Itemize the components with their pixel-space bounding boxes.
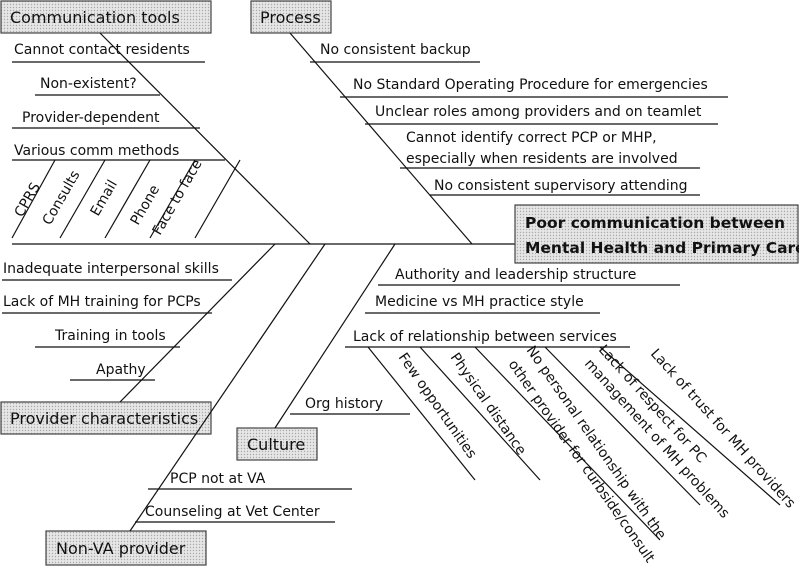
cause-label: Apathy (96, 362, 146, 378)
category-provider-characteristics: Provider characteristics Inadequate inte… (0, 243, 276, 435)
cause-label: Training in tools (54, 328, 166, 344)
cause-label: Cannot contact residents (14, 42, 190, 58)
category-title: Provider characteristics (10, 409, 198, 428)
category-title: Culture (247, 435, 305, 454)
cause-label: Org history (305, 396, 383, 412)
cause-label: Counseling at Vet Center (145, 504, 320, 520)
cause-label: Authority and leadership structure (395, 267, 636, 283)
category-process: Process No consistent backup No Standard… (250, 0, 728, 245)
cause-label: PCP not at VA (170, 471, 266, 487)
cause-label: No consistent supervisory attending (434, 178, 688, 194)
category-non-va-provider: Non-VA provider PCP not at VA Counseling… (45, 243, 352, 566)
category-box (236, 427, 318, 461)
cause-label: Non-existent? (40, 76, 137, 92)
category-box (0, 401, 212, 435)
bone-line (289, 32, 473, 245)
cause-label: Medicine vs MH practice style (375, 294, 584, 310)
category-title: Non-VA provider (56, 539, 186, 558)
bone-line (119, 243, 276, 403)
category-communication-tools: Communication tools Cannot contact resid… (0, 0, 311, 245)
category-box (250, 0, 332, 34)
cause-label: Lack of relationship between services (353, 329, 617, 345)
method-label: CPRS (12, 180, 44, 220)
category-box (0, 0, 212, 34)
category-title: Communication tools (10, 8, 180, 27)
method-label: Email (88, 177, 121, 219)
cause-label: Various comm methods (14, 143, 179, 159)
effect-line-2: Mental Health and Primary Care (525, 239, 799, 257)
cause-label: Provider-dependent (22, 110, 160, 126)
category-title: Process (260, 8, 321, 27)
effect-box: Poor communication between Mental Health… (514, 204, 799, 264)
category-culture: Culture Authority and leadership structu… (236, 243, 798, 566)
cause-label: No Standard Operating Procedure for emer… (353, 77, 708, 93)
bone-line (99, 32, 311, 245)
bone-line (129, 243, 326, 532)
category-box (45, 530, 207, 566)
cause-label: Unclear roles among providers and on tea… (375, 104, 702, 120)
effect-line-1: Poor communication between (525, 214, 785, 232)
cause-label: No consistent backup (320, 42, 471, 58)
cause-label: Lack of MH training for PCPs (3, 294, 201, 310)
bone-line (274, 243, 396, 429)
cause-label: Inadequate interpersonal skills (3, 261, 219, 277)
cause-label: especially when residents are involved (406, 151, 678, 167)
cause-label: Cannot identify correct PCP or MHP, (406, 130, 657, 146)
